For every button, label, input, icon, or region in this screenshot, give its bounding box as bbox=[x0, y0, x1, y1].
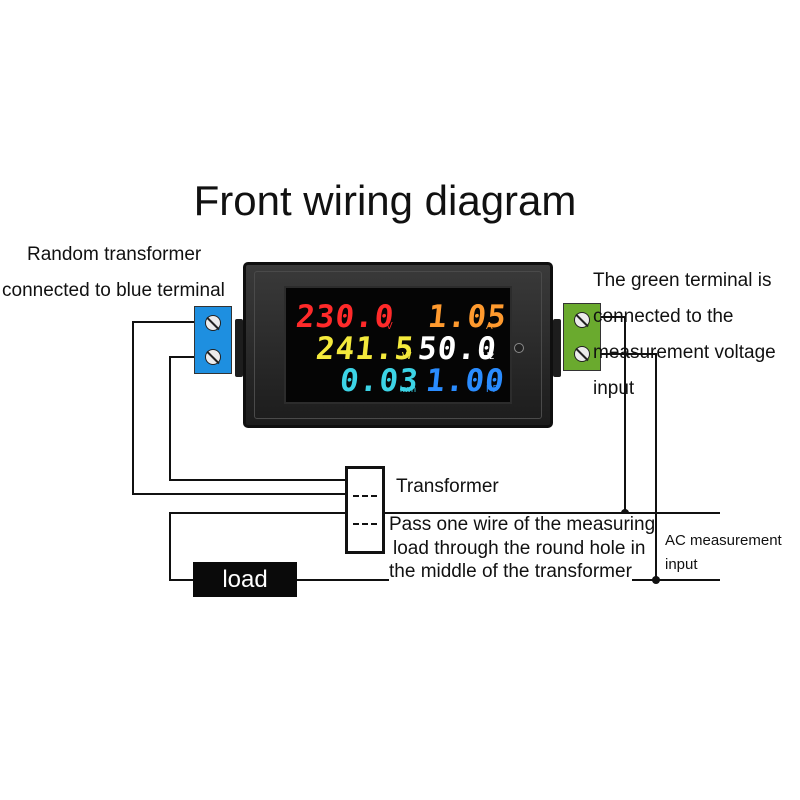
power-factor-unit: PF bbox=[486, 384, 499, 395]
frequency-unit: Hz bbox=[482, 351, 495, 362]
meter-display: 230.0 V 1.05 A 241.5 W 50.0 Hz 0.03 kwh … bbox=[284, 286, 512, 404]
screw-icon bbox=[205, 349, 221, 365]
ac-input-label-line2: input bbox=[665, 556, 698, 573]
green-terminal-label-line2: connected to the bbox=[593, 306, 734, 327]
pass-wire-label-line2: load through the round hole in bbox=[393, 538, 646, 559]
transformer-label: Transformer bbox=[396, 476, 499, 497]
blue-terminal-label-line2: connected to blue terminal bbox=[2, 280, 225, 301]
power-reading: 241.5 bbox=[314, 331, 417, 367]
pass-wire-label-line3: the middle of the transformer bbox=[389, 561, 632, 584]
blue-terminal-label-line1: Random transformer bbox=[27, 244, 202, 265]
load-block: load bbox=[193, 562, 297, 597]
transformer-hole bbox=[353, 495, 377, 525]
ac-input-label-line1: AC measurement bbox=[665, 532, 782, 550]
meter-mount-ear-right bbox=[553, 319, 561, 377]
screw-icon bbox=[574, 346, 590, 362]
blue-terminal-wire-bottom bbox=[169, 356, 360, 481]
power-unit: W bbox=[402, 351, 412, 362]
current-reading: 1.05 bbox=[426, 299, 509, 335]
green-terminal-label-line3: measurement voltage bbox=[593, 342, 776, 363]
pass-wire-label-line1: Pass one wire of the measuring bbox=[389, 514, 656, 537]
indicator-led bbox=[514, 343, 524, 353]
energy-unit: kwh bbox=[400, 384, 417, 394]
green-terminal-wire-bottom bbox=[582, 353, 657, 580]
voltage-unit: V bbox=[386, 321, 393, 332]
mains-line-top bbox=[169, 512, 720, 581]
meter-mount-ear-left bbox=[235, 319, 243, 377]
blue-terminal bbox=[194, 306, 232, 374]
blue-terminal-wire-top bbox=[132, 321, 360, 495]
junction-dot-bottom bbox=[652, 576, 660, 584]
screw-icon bbox=[205, 315, 221, 331]
green-terminal-label-line1: The green terminal is bbox=[593, 270, 772, 291]
voltage-reading: 230.0 bbox=[294, 299, 397, 335]
load-label: load bbox=[222, 565, 268, 593]
green-terminal-label-line4: input bbox=[593, 378, 635, 399]
diagram-title: Front wiring diagram bbox=[193, 177, 577, 224]
screw-icon bbox=[574, 312, 590, 328]
green-terminal bbox=[563, 303, 601, 371]
current-transformer bbox=[345, 466, 385, 554]
current-unit: A bbox=[486, 321, 493, 332]
